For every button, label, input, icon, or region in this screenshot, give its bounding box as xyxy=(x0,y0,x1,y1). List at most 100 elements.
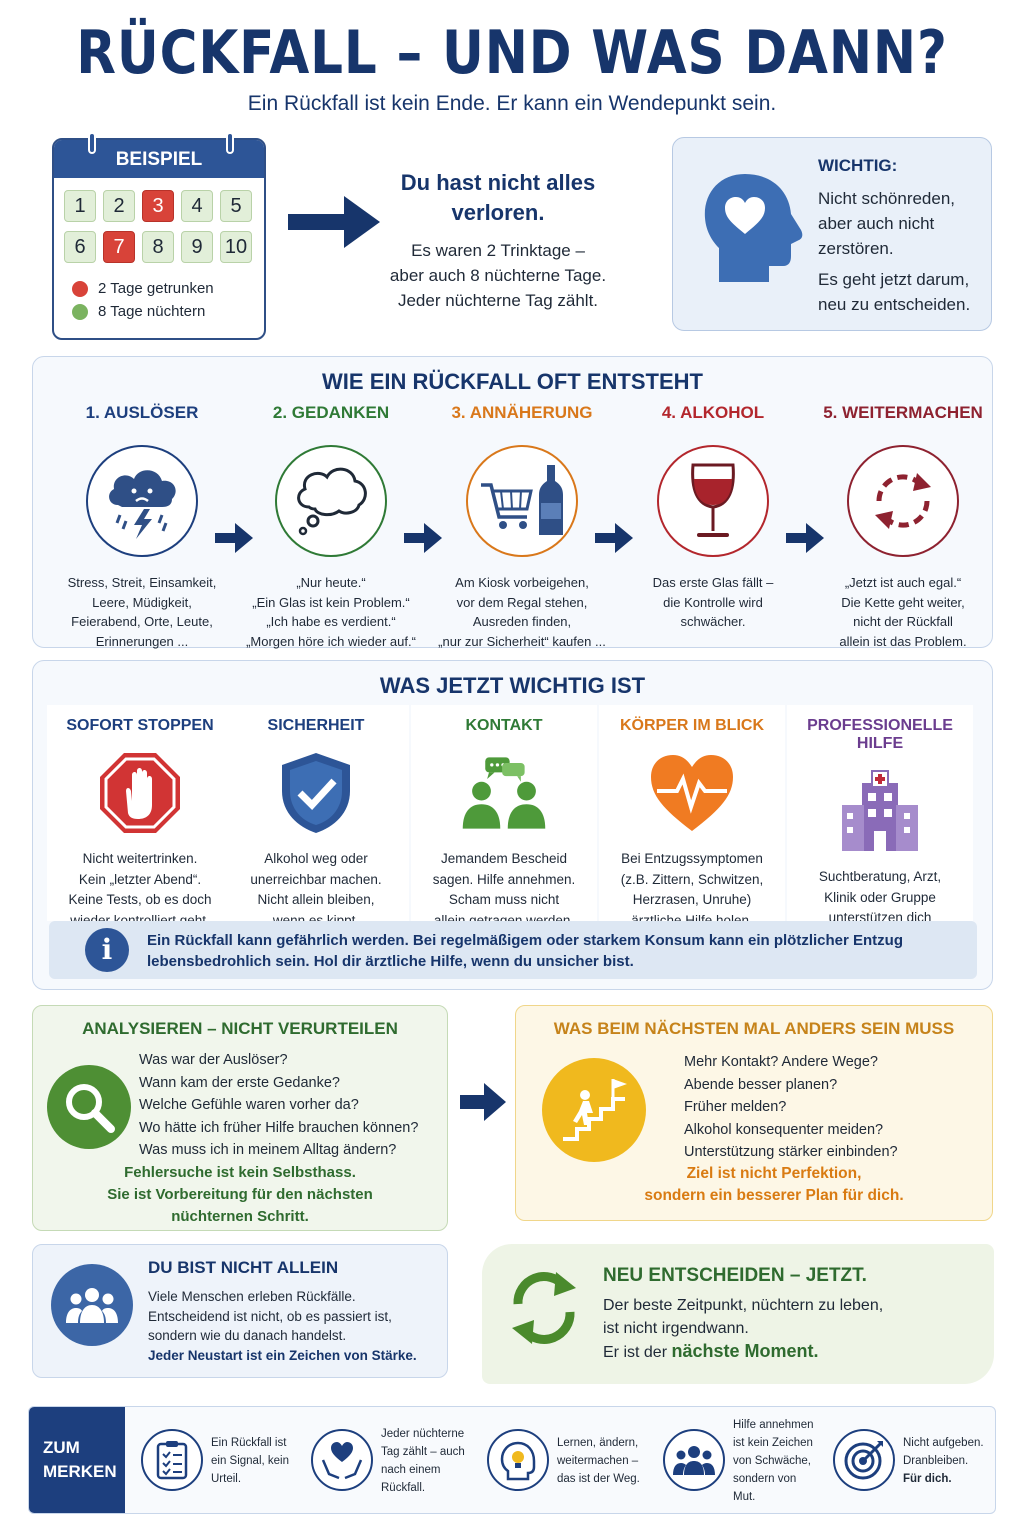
remember-text-line: Rückfall. xyxy=(381,1482,426,1494)
remember-text-line: Ein Rückfall ist xyxy=(211,1437,287,1449)
remember-text: Lernen, ändern,weitermachen –das ist der… xyxy=(557,1434,653,1488)
advice-column: SOFORT STOPPEN Nicht weitertrinken. Kein „… xyxy=(47,705,233,928)
group-icon xyxy=(663,1429,725,1491)
step-text-line: schwächer. xyxy=(680,614,746,629)
process-step: 1. AUSLÖSER Stress, Streit, Einsamkeit, Le… xyxy=(47,403,237,651)
next-time-item: Alkohol konsequenter meiden? xyxy=(684,1121,884,1138)
intro-line: aber auch 8 nüchterne Tage. xyxy=(389,266,607,285)
remember-label-line: MERKEN xyxy=(43,1462,117,1481)
remember-text-line: Nicht aufgeben. xyxy=(903,1437,984,1449)
advice-title: PROFESSIONELLE HILFE xyxy=(807,717,953,752)
advice-text-line: Nicht weitertrinken. xyxy=(82,851,198,866)
red-dot-icon xyxy=(72,280,88,297)
arrow-right-icon xyxy=(786,523,824,553)
advice-title: KONTAKT xyxy=(465,717,543,734)
remember-text-line: Dranbleiben. xyxy=(903,1455,969,1467)
process-step: 5. WEITERMACHEN„Jetzt ist auch egal.“Die… xyxy=(808,403,998,651)
advice-text-line: Suchtberatung, Arzt, xyxy=(818,869,942,884)
step-text-line: Ausreden finden, xyxy=(472,614,572,629)
head-heart-icon xyxy=(704,174,803,282)
analyse-foot-line: Sie ist Vorbereitung für den nächsten xyxy=(107,1186,373,1203)
intro-line: Jeder nüchterne Tag zählt. xyxy=(397,291,599,310)
next-time-item: Früher melden? xyxy=(684,1099,787,1115)
advice-text-line: Nicht allein bleiben, xyxy=(257,892,375,907)
step-title: 4. ALKOHOL xyxy=(661,403,765,422)
not-alone-line: sondern wie du danach handelst. xyxy=(148,1328,347,1343)
section-title: WIE EIN RÜCKFALL OFT ENTSTEHT xyxy=(322,369,703,394)
advice-text-line: Keine Tests, ob es doch xyxy=(68,892,212,907)
intro-heading: Du hast nicht alles xyxy=(400,170,596,195)
step-text-line: „Nur heute.“ xyxy=(296,575,366,590)
calendar-day: 4 xyxy=(181,190,213,222)
calendar-day: 2 xyxy=(103,190,135,222)
advice-title: SOFORT STOPPEN xyxy=(66,717,214,734)
arrow-right-icon xyxy=(460,1083,506,1121)
next-time-heading: WAS BEIM NÄCHSTEN MAL ANDERS SEIN MUSS xyxy=(553,1019,955,1038)
analyse-question: Wo hätte ich früher Hilfe brauchen könne… xyxy=(139,1119,419,1136)
magnifier-icon xyxy=(47,1065,131,1149)
calendar-day: 10 xyxy=(220,231,252,263)
decide-now-line: ist nicht irgendwann. xyxy=(603,1320,749,1337)
next-time-box: WAS BEIM NÄCHSTEN MAL ANDERS SEIN MUSS M… xyxy=(515,1005,993,1221)
important-line: aber auch nicht xyxy=(818,214,935,233)
section-title: WAS JETZT WICHTIG IST xyxy=(379,673,646,698)
people-talk-icon xyxy=(459,751,549,835)
storm-cloud-icon xyxy=(86,445,198,557)
remember-label: ZUM MERKEN xyxy=(29,1407,125,1513)
green-dot-icon xyxy=(72,303,88,320)
step-text-line: Stress, Streit, Einsamkeit, xyxy=(67,575,217,590)
advice-text-line: Alkohol weg oder xyxy=(264,851,368,866)
advice-text-line: unerreichbar machen. xyxy=(250,871,382,887)
shield-check-icon xyxy=(271,751,361,835)
step-text-line: „Ich habe es verdient.“ xyxy=(266,614,396,629)
step-text: Stress, Streit, Einsamkeit, Leere, Müdigk… xyxy=(47,573,237,651)
step-title: 1. AUSLÖSER xyxy=(85,403,199,422)
calendar-day: 3 xyxy=(142,190,174,222)
calendar-day: 7 xyxy=(103,231,135,263)
step-text-line: Leere, Müdigkeit, xyxy=(92,594,192,610)
step-text-line: Die Kette geht weiter, xyxy=(841,594,965,610)
arrow-right-icon xyxy=(215,523,253,553)
calendar-ring xyxy=(226,132,234,154)
remember-text-line: von Schwäche, xyxy=(733,1455,811,1467)
legend-sober: 8 Tage nüchtern xyxy=(98,303,206,320)
not-alone-line: Entscheidend ist nicht, ob es passiert i… xyxy=(148,1308,392,1324)
remember-text-line: ist kein Zeichen xyxy=(733,1437,813,1449)
step-text-line: Erinnerungen ... xyxy=(95,633,189,649)
remember-text-line: das ist der Weg. xyxy=(557,1473,640,1485)
step-text-line: allein ist das Problem. xyxy=(839,633,967,649)
process-step: 2. GEDANKEN„Nur heute.“„Ein Glas ist kei… xyxy=(236,403,426,651)
decide-now-heading: NEU ENTSCHEIDEN – JETZT. xyxy=(603,1265,867,1286)
advice-column: PROFESSIONELLE HILFE Suchtberatung, Arzt,… xyxy=(787,705,973,946)
step-text-line: vor dem Regal stehen, xyxy=(456,594,588,610)
lightbulb-head-icon xyxy=(487,1429,549,1491)
remember-text-line: Tag zählt – auch xyxy=(381,1446,465,1458)
next-time-foot-line: sondern ein besserer Plan für dich. xyxy=(644,1187,904,1204)
step-title: 3. ANNÄHERUNG xyxy=(451,403,593,422)
info-line: Ein Rückfall kann gefährlich werden. Bei… xyxy=(147,932,904,949)
remember-text-line: Jeder nüchterne xyxy=(381,1428,465,1440)
advice-text-line: Jemandem Bescheid xyxy=(440,851,568,866)
calendar-legend: 2 Tage getrunken 8 Tage nüchtern xyxy=(72,280,214,326)
advice-text-line: Kein „letzter Abend“. xyxy=(78,871,202,887)
important-line: Nicht schönreden, xyxy=(818,189,956,208)
step-text: „Nur heute.“„Ein Glas ist kein Problem.“… xyxy=(236,573,426,651)
remember-text: Nicht aufgeben.Dranbleiben.Für dich. xyxy=(903,1434,995,1488)
step-title: 5. WEITERMACHEN xyxy=(823,403,983,422)
analyse-heading: ANALYSIEREN – NICHT VERURTEILEN xyxy=(82,1019,398,1038)
step-text-line: „Morgen höre ich wieder auf.“ xyxy=(246,633,416,649)
target-icon xyxy=(833,1429,895,1491)
step-text-line: Das erste Glas fällt – xyxy=(652,575,774,590)
arrow-right-icon xyxy=(288,196,380,248)
advice-text: Nicht weitertrinken. Kein „letzter Abend“… xyxy=(47,849,233,931)
calendar-day: 9 xyxy=(181,231,213,263)
analyse-question: Was muss ich in meinem Alltag ändern? xyxy=(139,1142,397,1158)
advice-text-line: Herzrasen, Unruhe) xyxy=(632,892,752,907)
